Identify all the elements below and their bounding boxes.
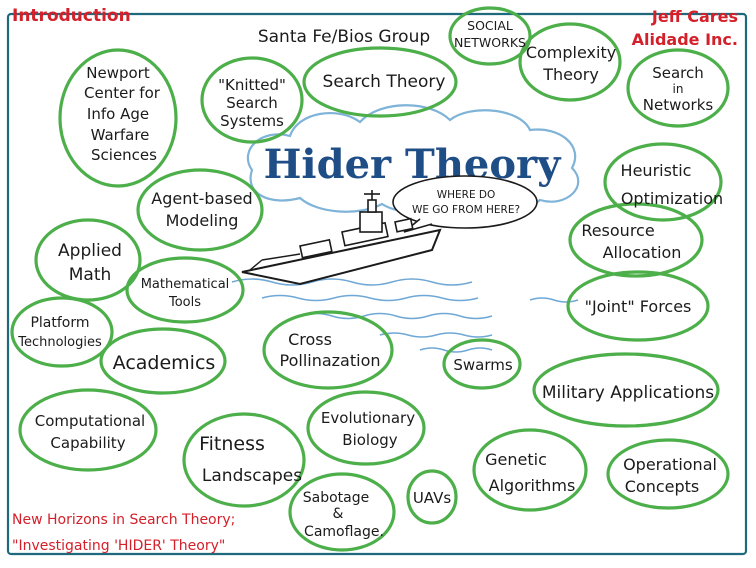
speech-bubble	[392, 175, 538, 229]
topic-genetic-line-2: Algorithms	[489, 476, 576, 495]
topic-platform-line-1: Platform	[30, 315, 89, 331]
topic-knitted-line-2: Search	[226, 94, 278, 112]
water-waves	[231, 278, 579, 353]
topic-operational-line-2: Concepts	[625, 477, 700, 496]
topic-sabotage-line-3: Camoflage.	[304, 524, 384, 540]
topic-swarms: Swarms	[453, 356, 512, 374]
topic-academics: Academics	[113, 352, 216, 374]
topic-computational-line-2: Capability	[50, 434, 125, 452]
topic-fitness-line-2: Landscapes	[202, 466, 302, 486]
topic-agent-based-line-2: Modeling	[166, 211, 239, 230]
topic-fitness-line-1: Fitness	[199, 433, 265, 455]
page-title: Hider Theory	[264, 141, 562, 188]
ring-operational	[606, 438, 730, 510]
ring-academics	[99, 327, 227, 395]
ring-platform-tech	[10, 296, 114, 368]
speech-line-1: WHERE DO	[437, 189, 496, 201]
topic-military: Military Applications	[542, 383, 714, 403]
ring-evolutionary	[306, 390, 426, 466]
topic-cross-line-1: Cross	[288, 330, 332, 349]
topic-search-networks-line-1: Search	[652, 64, 704, 82]
topic-social-networks-line-1: SOCIAL	[467, 18, 513, 33]
topic-heuristic-line-2: Optimization	[621, 189, 723, 208]
ring-swarms	[442, 338, 522, 390]
ring-social-networks	[448, 6, 532, 66]
footer-line-2: "Investigating 'HIDER' Theory"	[12, 538, 225, 554]
author-company: Alidade Inc.	[632, 30, 738, 49]
topic-complexity-theory-line-2: Theory	[542, 65, 599, 84]
topic-rings	[10, 6, 730, 552]
ring-search-theory	[302, 46, 458, 118]
author-name: Jeff Cares	[651, 7, 738, 26]
ring-genetic	[472, 428, 588, 512]
frame-border	[6, 12, 748, 556]
topic-knitted-line-3: Systems	[220, 112, 284, 130]
topic-newport-line-5: Sciences	[91, 146, 157, 164]
topic-agent-based-line-1: Agent-based	[151, 189, 252, 208]
ring-newport-center	[58, 48, 178, 188]
ring-knitted-search	[200, 56, 304, 144]
ring-agent-based	[136, 168, 264, 252]
topic-sabotage-line-2: &	[333, 506, 344, 522]
ring-heuristic-optimization	[603, 142, 723, 222]
ring-sabotage	[288, 472, 396, 552]
speech-line-2: WE GO FROM HERE?	[412, 204, 520, 216]
topic-social-networks-line-2: NETWORKS	[454, 35, 526, 50]
ring-military-apps	[532, 352, 720, 428]
section-label: Introduction	[12, 6, 131, 26]
title-cloud	[246, 104, 580, 215]
ring-complexity-theory	[518, 22, 622, 102]
topic-computational-line-1: Computational	[35, 412, 145, 430]
topic-platform-line-2: Technologies	[17, 335, 102, 350]
ring-computational	[18, 388, 158, 472]
topic-newport-line-2: Center for	[84, 84, 161, 102]
ring-applied-math	[34, 218, 142, 302]
topic-applied-math-line-1: Applied	[58, 241, 122, 261]
ring-fitness	[182, 412, 306, 508]
ring-cross-pollination	[262, 310, 394, 390]
topic-newport-line-1: Newport	[86, 64, 150, 82]
topic-evolutionary-line-1: Evolutionary	[321, 409, 415, 427]
topic-search-networks-line-2: in	[673, 82, 684, 96]
topic-resource-line-2: Allocation	[603, 243, 682, 262]
footer-line-1: New Horizons in Search Theory;	[12, 512, 235, 528]
ring-uavs	[406, 469, 458, 525]
topic-heuristic-line-1: Heuristic	[621, 161, 692, 180]
ring-search-in-networks	[626, 48, 730, 128]
topic-evolutionary-line-2: Biology	[342, 431, 398, 449]
topic-newport-line-4: Warfare	[91, 126, 150, 144]
topic-applied-math-line-2: Math	[69, 265, 112, 285]
ring-mathematical-tools	[125, 256, 245, 324]
topic-knitted-line-1: "Knitted"	[218, 76, 286, 94]
topic-search-theory: Search Theory	[323, 72, 446, 92]
topic-resource-line-1: Resource	[581, 221, 654, 240]
topic-complexity-theory-line-1: Complexity	[526, 43, 616, 62]
topic-cross-line-2: Pollinazation	[280, 351, 381, 370]
topic-operational-line-1: Operational	[623, 455, 717, 474]
topic-math-tools-line-1: Mathematical	[141, 277, 230, 292]
ring-joint-forces	[566, 270, 710, 342]
ring-resource-allocation	[568, 202, 704, 278]
topic-joint-forces: "Joint" Forces	[585, 297, 692, 316]
topic-search-networks-line-3: Networks	[643, 96, 714, 114]
topic-uavs: UAVs	[413, 489, 452, 507]
topic-math-tools-line-2: Tools	[168, 295, 201, 310]
ship-drawing	[241, 190, 442, 286]
topic-genetic-line-1: Genetic	[485, 450, 547, 469]
topic-santa-fe: Santa Fe/Bios Group	[258, 27, 430, 47]
topic-newport-line-3: Info Age	[87, 105, 149, 123]
topic-sabotage-line-1: Sabotage	[303, 490, 370, 506]
